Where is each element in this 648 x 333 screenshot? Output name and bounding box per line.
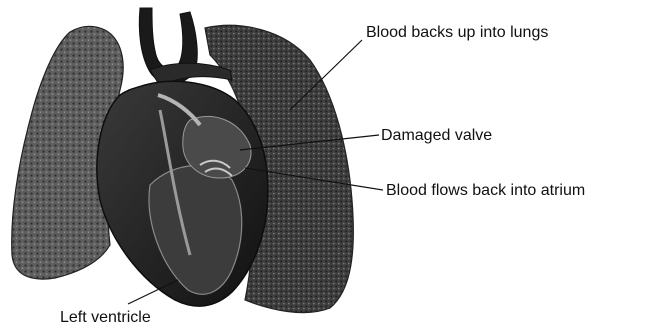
label-left-ventricle: Left ventricle [60,309,151,327]
label-damaged-valve: Damaged valve [381,127,492,145]
label-blood-flows-back: Blood flows back into atrium [386,182,585,200]
label-blood-backs-up: Blood backs up into lungs [366,24,548,42]
